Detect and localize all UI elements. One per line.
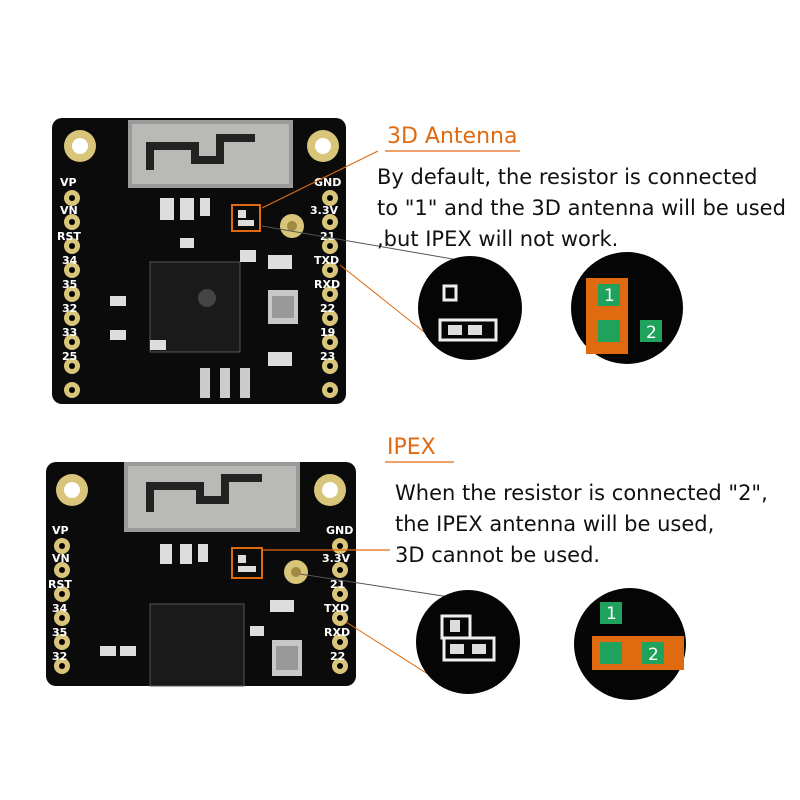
pin-label: GND bbox=[326, 524, 353, 537]
pin-label: VN bbox=[60, 204, 78, 217]
pin-label: RXD bbox=[314, 278, 340, 291]
zoom-photo-resistor-top bbox=[418, 256, 522, 360]
pad-label-1: 1 bbox=[604, 286, 615, 306]
description-ipex: When the resistor is connected "2", the … bbox=[395, 478, 768, 571]
zoom-diagram-pads-bottom: 1 2 bbox=[574, 588, 686, 700]
pin-label: 34 bbox=[62, 254, 78, 267]
description-line: 3D cannot be used. bbox=[395, 543, 601, 567]
pin-label: 25 bbox=[62, 350, 77, 363]
pad-label-1: 1 bbox=[606, 604, 617, 624]
pin-label: VP bbox=[60, 176, 77, 189]
pin-label: 19 bbox=[320, 326, 335, 339]
pin-label: 22 bbox=[320, 302, 335, 315]
leader-line bbox=[261, 150, 379, 209]
leader-line bbox=[261, 225, 471, 263]
description-line: ,but IPEX will not work. bbox=[377, 227, 619, 251]
pin-label: 3.3V bbox=[310, 204, 338, 217]
pin-label: 21 bbox=[320, 230, 335, 243]
pin-label: 3.3V bbox=[322, 552, 350, 565]
pin-label: 35 bbox=[52, 626, 67, 639]
pin-label: RXD bbox=[324, 626, 350, 639]
description-line: By default, the resistor is connected bbox=[377, 165, 758, 189]
pad-label-2: 2 bbox=[646, 323, 657, 343]
pin-label: 33 bbox=[62, 326, 77, 339]
pin-label: TXD bbox=[314, 254, 339, 267]
pcb-board-bottom: VP VN RST 34 35 32 GND 3.3V 21 TXD RXD 2… bbox=[46, 462, 356, 687]
description-line: When the resistor is connected "2", bbox=[395, 481, 768, 505]
pin-label: 34 bbox=[52, 602, 68, 615]
pin-label: VP bbox=[52, 524, 69, 537]
pin-label: RST bbox=[48, 578, 72, 591]
description-line: to "1" and the 3D antenna will be used bbox=[377, 196, 786, 220]
leader-line bbox=[299, 573, 457, 599]
pin-label: 35 bbox=[62, 278, 77, 291]
pin-label: 22 bbox=[330, 650, 345, 663]
pin-label: 23 bbox=[320, 350, 335, 363]
pad-label-2: 2 bbox=[648, 645, 659, 665]
pin-label: 32 bbox=[52, 650, 67, 663]
pin-label: VN bbox=[52, 552, 70, 565]
pin-label: GND bbox=[314, 176, 341, 189]
heading-ipex: IPEX bbox=[387, 435, 436, 460]
pin-label: 21 bbox=[330, 578, 345, 591]
description-3d: By default, the resistor is connected to… bbox=[377, 162, 786, 255]
pin-label: RST bbox=[57, 230, 81, 243]
pcb-board-top: VP VN RST 34 35 32 33 25 GND 3.3V 21 TXD… bbox=[52, 118, 346, 404]
pin-label: 32 bbox=[62, 302, 77, 315]
zoom-photo-resistor-bottom bbox=[416, 590, 520, 694]
heading-3d-antenna: 3D Antenna bbox=[387, 124, 518, 149]
pin-label: TXD bbox=[324, 602, 349, 615]
zoom-diagram-pads-top: 1 2 bbox=[571, 252, 683, 364]
description-line: the IPEX antenna will be used, bbox=[395, 512, 715, 536]
